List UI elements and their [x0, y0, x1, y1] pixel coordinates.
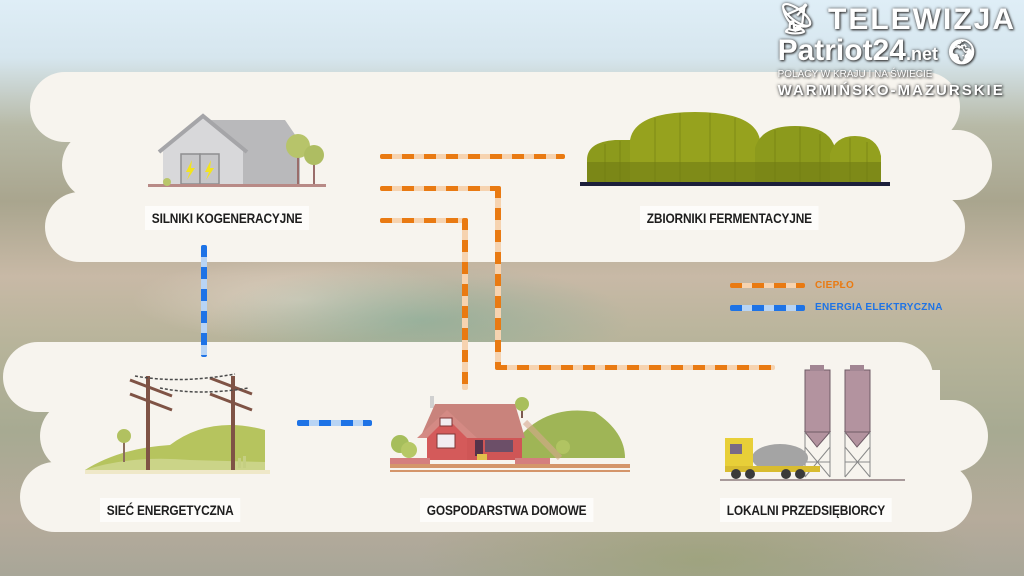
power-house-icon	[148, 113, 326, 187]
logo-line2-suffix: .net	[905, 44, 938, 64]
logo-line3: POLACY W KRAJU I NA ŚWIECIE	[777, 69, 933, 80]
node-label-fermentation: ZBIORNIKI FERMENTACYJNE	[640, 206, 819, 230]
fermentation-tanks-icon	[580, 112, 890, 186]
logo-line1: TELEWIZJA	[828, 3, 1016, 36]
logo-line4: WARMIŃSKO-MAZURSKIE	[777, 82, 1005, 99]
node-label-businesses: LOKALNI PRZEDSIĘBIORCY	[720, 498, 892, 522]
node-label-cogeneration: SILNIKI KOGENERACYJNE	[145, 206, 310, 230]
channel-logo-watermark: 📡︎ TELEWIZJA Patriot24.net 🌍︎ POLACY W K…	[778, 4, 1016, 101]
concrete-plant-icon	[720, 365, 905, 481]
node-label-households: GOSPODARSTWA DOMOWE	[420, 498, 594, 522]
world-map-icon: 🌍︎	[946, 39, 977, 66]
node-label-grid: SIEĆ ENERGETYCZNA	[100, 498, 241, 522]
house-icon	[390, 396, 630, 472]
logo-line2-main: Patriot24	[777, 34, 906, 67]
legend-electricity-label: ENERGIA ELEKTRYCZNA	[815, 302, 943, 313]
power-lines-icon	[85, 373, 270, 474]
legend-heat-label: CIEPŁO	[815, 280, 855, 291]
satellite-dish-icon: 📡︎	[777, 3, 818, 36]
